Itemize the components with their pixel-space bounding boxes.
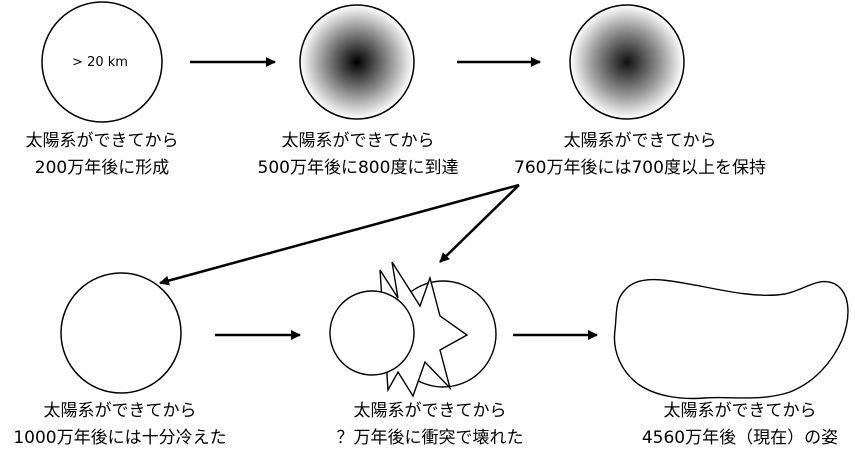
- caption-line-2: 760万年後には700度以上を保持: [514, 158, 766, 178]
- asteroid-formed: [41, 1, 163, 123]
- size-annotation: > 20 km: [72, 55, 128, 70]
- caption-stage-3: 太陽系ができてから 760万年後には700度以上を保持: [490, 128, 790, 182]
- caption-stage-5: 太陽系ができてから ？万年後に衝突で壊れた: [280, 398, 580, 452]
- caption-line-2: 4560万年後（現在）の姿: [641, 428, 839, 448]
- caption-line-2: 200万年後に形成: [34, 158, 170, 178]
- caption-line-1: 太陽系ができてから: [563, 131, 717, 151]
- caption-stage-6: 太陽系ができてから 4560万年後（現在）の姿: [590, 398, 855, 452]
- asteroid-warm: [569, 4, 685, 120]
- caption-line-1: 太陽系ができてから: [663, 401, 817, 421]
- caption-line-2: 500万年後に800度に到達: [257, 158, 459, 178]
- caption-stage-4: 太陽系ができてから 1000万年後には十分冷えた: [0, 398, 270, 452]
- caption-line-2: 1000万年後には十分冷えた: [13, 428, 227, 448]
- arrow-stage3-to-stage5: [439, 184, 520, 263]
- arrow-stage3-to-stage4: [159, 183, 520, 286]
- asteroid-hot: [299, 4, 415, 120]
- collision-shape: [329, 261, 497, 398]
- caption-stage-1: 太陽系ができてから 200万年後に形成: [0, 128, 252, 182]
- caption-line-1: 太陽系ができてから: [353, 401, 507, 421]
- caption-line-1: 太陽系ができてから: [43, 401, 197, 421]
- asteroid-present-shape: [613, 278, 849, 400]
- caption-stage-2: 太陽系ができてから 500万年後に800度に到達: [208, 128, 508, 182]
- caption-line-1: 太陽系ができてから: [25, 131, 179, 151]
- caption-line-2: ？万年後に衝突で壊れた: [336, 428, 524, 448]
- asteroid-cooled: [60, 272, 182, 394]
- caption-line-1: 太陽系ができてから: [281, 131, 435, 151]
